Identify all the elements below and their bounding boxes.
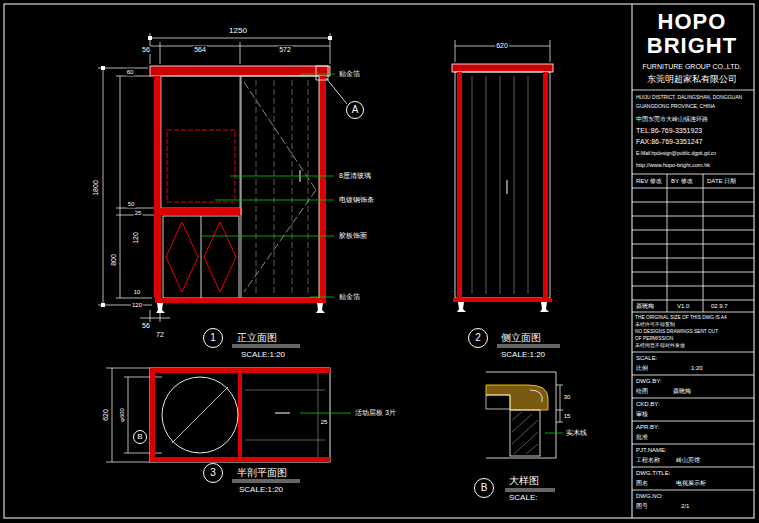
title-block-text: 图号	[635, 503, 649, 510]
detail-b	[486, 372, 563, 491]
callout-circle: 3	[203, 463, 223, 483]
dimension-text: 620	[102, 408, 110, 422]
title-block-text: REV 修改	[635, 178, 663, 185]
title-block-text: 东莞明超家私有限公司	[646, 75, 738, 85]
view-title: SCALE:1:20	[238, 486, 284, 495]
title-block-text: THE ORIGINAL SIZE OF THIS DWG IS A4	[634, 315, 728, 320]
title-block-text: FAX:86-769-3351247	[635, 138, 704, 146]
logo-text: HOPO	[657, 10, 728, 34]
dimension-text: 25	[134, 210, 143, 217]
title-block-text: 1:20	[690, 365, 704, 372]
title-block-text: 图名	[635, 480, 649, 487]
callout-circle: 1	[203, 328, 223, 348]
view-title: 侧立面图	[500, 332, 542, 343]
title-block-text: http://www.hopo-bright.com.hk	[635, 162, 711, 168]
title-block-text: 比例	[635, 365, 649, 372]
title-block-text: DWG.NO:	[635, 493, 664, 500]
logo-text: BRIGHT	[646, 34, 738, 58]
title-block-grid	[632, 90, 754, 490]
title-block-text: SCALE:	[635, 355, 658, 362]
view-title: SCALE:	[508, 494, 538, 503]
callout-text: 电镀钢饰条	[338, 196, 375, 204]
title-block-text: 电视展示柜	[675, 480, 707, 487]
title-block-text: V1.0	[676, 303, 690, 310]
callout-letter: A	[352, 105, 359, 115]
side-elevation	[452, 40, 560, 347]
dimension-text: 56	[141, 322, 151, 330]
title-block-text: 聂晓梅	[672, 388, 692, 395]
title-block-text: NO DESIGNS DRAWINGS SENT OUT	[634, 329, 719, 334]
title-block-text: OF PERMISSION	[634, 336, 674, 341]
title-block-text: DATE 日期	[706, 178, 737, 185]
title-block-text: 绘图	[635, 388, 649, 395]
callout-letter: B	[481, 483, 488, 493]
callout-letter: B	[137, 433, 142, 441]
title-block-text: FURNITURE GROUP CO.,LTD.	[642, 63, 743, 71]
dimension-text: 120	[131, 302, 143, 309]
dimension-text: 1250	[228, 27, 248, 36]
title-block-text: 未经许可不得复制	[634, 322, 676, 327]
title-block-text: DWG.TITLE:	[635, 470, 671, 477]
dimension-text: 1800	[92, 179, 100, 197]
dimension-text: 620	[495, 42, 509, 50]
dimension-text: 56	[141, 46, 151, 54]
dimension-text: 800	[110, 253, 118, 267]
dimension-text: 25	[320, 419, 329, 426]
title-block-text: 工程名称	[635, 457, 661, 464]
callout-letter: 1	[210, 333, 216, 343]
half-section-plan	[106, 368, 351, 482]
title-block-text: 中国东莞市大岭山镇连环路	[635, 116, 709, 123]
title-block-text: 02.9.7	[710, 303, 729, 310]
view-title: SCALE:1:20	[500, 351, 546, 360]
callout-circle: A	[346, 101, 364, 119]
title-block-text: E-Mail:hpdesign@public.dgptt.gd.cn	[635, 151, 717, 157]
dimension-text: 50	[127, 201, 136, 208]
callout-text: 贴金箔	[338, 70, 361, 78]
sheet-frame	[4, 4, 754, 518]
front-elevation	[98, 33, 347, 347]
title-block-text: 未经同意不得对外发放	[634, 343, 686, 348]
callout-text: 活动层板 3片	[354, 409, 397, 417]
view-title: 半剖平面图	[236, 467, 288, 478]
title-block-text: 聂晓梅	[635, 303, 655, 310]
callout-text: 贴金箔	[338, 293, 361, 301]
callout-circle: B	[474, 478, 494, 498]
title-block-text: PJT.NAME:	[635, 447, 668, 454]
callout-circle: 2	[468, 328, 488, 348]
title-block-text: 岭山宾馆	[675, 457, 701, 464]
dimension-text: 572	[278, 46, 292, 54]
callout-text: 实木线	[565, 429, 588, 437]
dimension-text: φ600	[119, 407, 126, 423]
title-block-text: 批准	[635, 434, 649, 441]
view-title: SCALE:1:20	[240, 351, 286, 360]
title-block-text: BY 修改	[670, 178, 694, 185]
dimension-text: 30	[563, 394, 572, 401]
callout-text: 胶板饰面	[338, 232, 368, 240]
title-block-text: TEL:86-769-3351923	[635, 127, 703, 135]
dimension-text: 10	[133, 289, 142, 296]
title-block-text: 2/1	[680, 503, 690, 510]
callout-circle: B	[133, 430, 147, 444]
dimension-text: 60	[126, 69, 135, 76]
view-title: 正立面图	[236, 332, 278, 343]
callout-letter: 2	[475, 333, 481, 343]
dimension-text: 564	[193, 46, 207, 54]
title-block-text: DWG.BY:	[635, 378, 663, 385]
view-title: 大样图	[508, 475, 540, 486]
callout-text: 8厘清玻璃	[338, 172, 372, 180]
title-block-text: GUANGDONG PROVINCE, CHINA	[635, 104, 716, 110]
dimension-text: 15	[563, 413, 572, 420]
title-block-text: HUIJU DISTRICT, DALINGSHAN, DONGGUAN	[635, 95, 743, 101]
title-block-text: 审核	[635, 411, 649, 418]
dimension-text: 72	[155, 331, 165, 339]
dimension-text: 120	[132, 231, 140, 245]
callout-letter: 3	[210, 468, 216, 478]
title-block-text: APR.BY:	[635, 424, 660, 431]
title-block-text: CKD.BY:	[635, 401, 661, 408]
